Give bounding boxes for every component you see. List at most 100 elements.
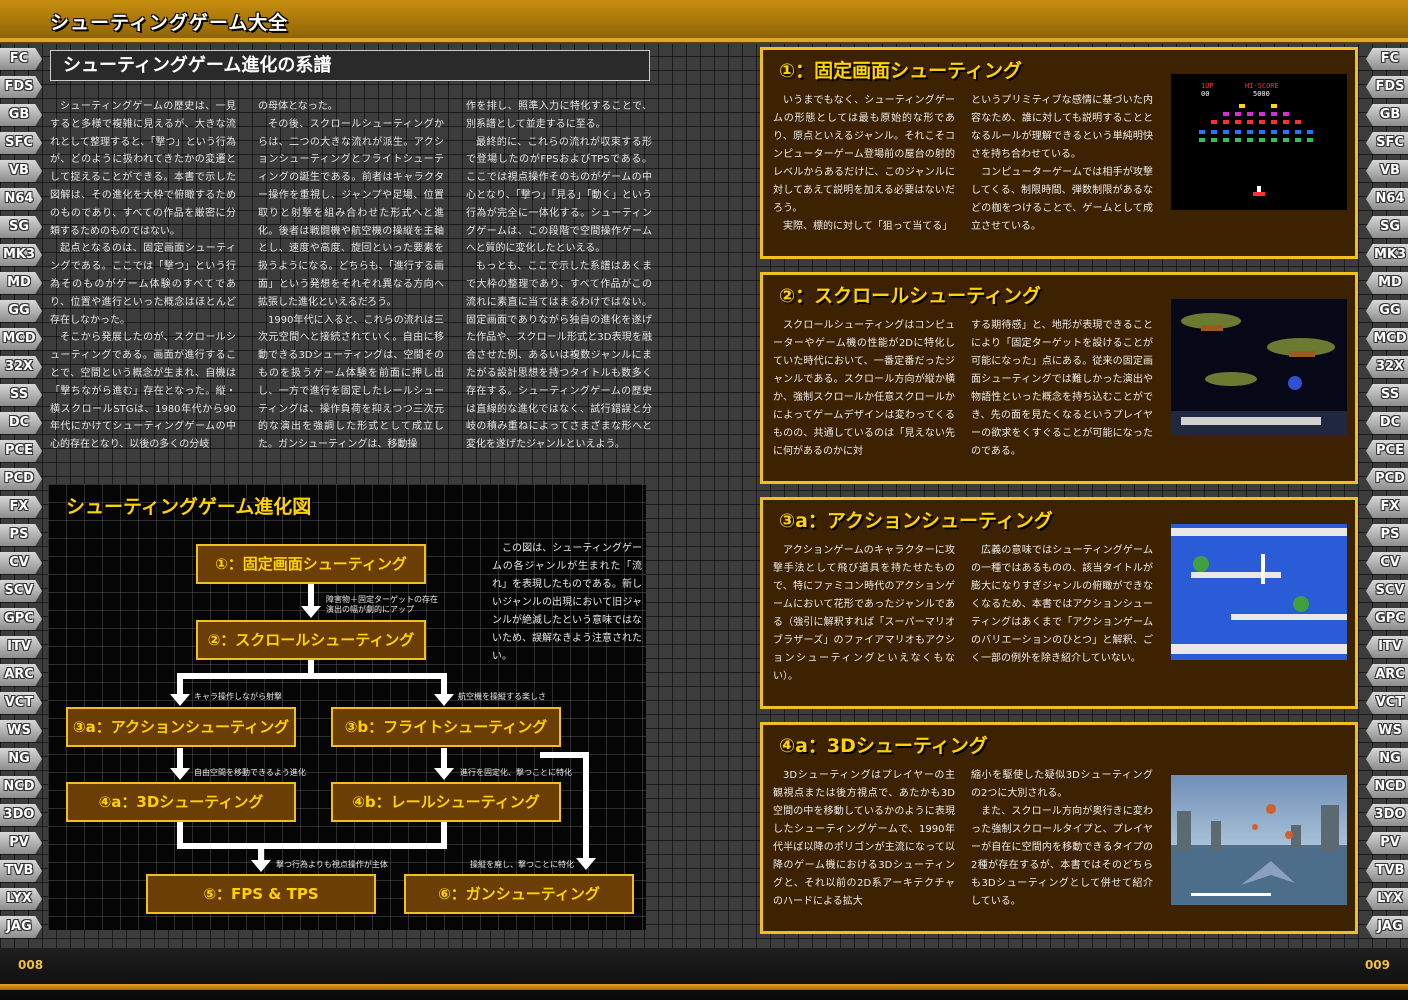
platform-tab: TVB [0,860,42,882]
top-banner-stripe [0,38,1408,42]
edge-label-line: 障害物＋固定ターゲットの存在 [326,595,438,604]
chart-node-rail: ④b：レールシューティング [331,782,561,822]
page-number-right: 009 [1364,958,1390,972]
card-paragraph: コンピューターゲームでは相手が攻撃してくる、制限時間、弾数制限があるなどの枷をつ… [971,167,1153,232]
body-paragraph: 作を排し、照準入力に特化することで、別系譜として並走するに至る。 [466,101,652,130]
genre-card-action: ③a：アクションシューティング アクションゲームのキャラクターに攻撃手法として飛… [760,497,1358,709]
evolution-chart-title: シューティングゲーム進化図 [66,496,312,518]
player-ship [1253,186,1265,196]
body-paragraph: その後、スクロールシューティングからは、二つの大きな流れが派生。アクションシュー… [258,118,444,308]
card-paragraph: アクションゲームのキャラクターに攻撃手法として飛び道具を持たせたもので、特にファ… [773,545,955,682]
platform-tab: ARC [1366,664,1408,686]
platform-tab: SFC [1366,132,1408,154]
card-paragraph: 3Dシューティングはプレイヤーの主観視点または後方視点で、あたかも3D空間の中を… [773,770,955,907]
section-heading: シューティングゲーム進化の系譜 [50,50,650,81]
platform-tab: SFC [0,132,42,154]
platform-tab: N64 [0,188,42,210]
card-paragraph: 広義の意味ではシューティングゲームの一種ではあるものの、該当タイトルが膨大になり… [971,545,1153,664]
platform-tab: JAG [1366,916,1408,938]
platform-tab: VB [1366,160,1408,182]
body-column-2: の母体となった。 その後、スクロールシューティングからは、二つの大きな流れが派生… [258,98,444,454]
card-text-col2: 広義の意味ではシューティングゲームの一種ではあるものの、該当タイトルが膨大になり… [971,542,1153,668]
hud-hiscore-value: 5000 [1253,90,1270,98]
card-title: ④a：3Dシューティング [779,735,988,757]
platform-tab: GG [1366,300,1408,322]
platform-tab: MD [0,272,42,294]
platform-tab: PV [0,832,42,854]
evolution-chart-note: この図は、シューティングゲームの各ジャンルが生まれた「流れ」を表現したものである… [492,543,642,662]
chart-node-fixed-screen: ①：固定画面シューティング [196,544,426,584]
card-text-col1: アクションゲームのキャラクターに攻撃手法として飛び道具を持たせたもので、特にファ… [773,542,955,686]
card-paragraph: というプリミティブな感情に基づいた内容なため、誰に対しても説明することとなるルー… [971,95,1153,160]
platform-tab: SS [1366,384,1408,406]
card-paragraph: スクロールシューティングはコンピューターやゲーム機の性能が2Dに特化していた時代… [773,320,955,457]
action-shooter-image [1171,524,1347,660]
scroll-shooter-image [1171,299,1347,435]
genre-card-fixed: ①：固定画面シューティング いうまでもなく、シューティングゲームの形態としては最… [760,47,1358,259]
platform-tab: GB [1366,104,1408,126]
platform-tab: DC [0,412,42,434]
body-paragraph: そこから発展したのが、スクロールシューティングである。画面が進行することで、空間… [50,332,236,451]
platform-tab: SCV [1366,580,1408,602]
genre-card-scroll: ②：スクロールシューティング スクロールシューティングはコンピューターやゲーム機… [760,272,1358,484]
card-text-col1: いうまでもなく、シューティングゲームの形態としては最も原始的な形であり、原点とい… [773,92,955,236]
edge-label-3b-4b: 進行を固定化、撃つことに特化 [460,768,572,777]
chart-node-action: ③a：アクションシューティング [66,707,296,747]
card-title: ②：スクロールシューティング [779,285,1041,307]
platform-tab: PCD [0,468,42,490]
body-paragraph: 1990年代に入ると、これらの流れは三次元空間へと接続されていく。自由に移動でき… [258,314,444,451]
platform-tab: FDS [1366,76,1408,98]
edge-label-1-2: 障害物＋固定ターゲットの存在 演出の幅が劇的にアップ [326,595,438,615]
top-banner [0,0,1408,44]
edge-label-to-5: 撃つ行為よりも視点操作が主体 [276,860,388,869]
genre-card-3d: ④a：3Dシューティング 3Dシューティングはプレイヤーの主観視点または後方視点… [760,722,1358,934]
chart-node-flight: ③b：フライトシューティング [331,707,561,747]
card-text-col1: スクロールシューティングはコンピューターやゲーム機の性能が2Dに特化していた時代… [773,317,955,461]
chart-node-gun: ⑥：ガンシューティング [404,874,634,914]
platform-tab: VB [0,160,42,182]
platform-tab: TVB [1366,860,1408,882]
platform-tab: CV [0,552,42,574]
platform-tab: PCD [1366,468,1408,490]
platform-tab: PCE [1366,440,1408,462]
platform-tab: LYX [0,888,42,910]
platform-tab: ITV [0,636,42,658]
platform-tab: PS [0,524,42,546]
body-paragraph: もっとも、ここで示した系譜はあくまで大枠の整理であり、すべて作品がこの流れに素直… [466,261,652,451]
card-text-col2: する期待感」と、地形が表現できることにより「固定ターゲットを設けることが可能にな… [971,317,1153,461]
platform-tab: FC [1366,48,1408,70]
body-column-3: 作を排し、照準入力に特化することで、別系譜として並走するに至る。 最終的に、これ… [466,98,652,454]
hud-1up: 1UP [1201,82,1214,90]
platform-tab: JAG [0,916,42,938]
platform-tab: FDS [0,76,42,98]
platform-tab: MK3 [0,244,42,266]
screenshot-fixed-shooter: 1UP 00 HI-SCORE 5000 [1171,74,1347,210]
platform-tab: VCT [0,692,42,714]
platform-tab: NCD [0,776,42,798]
card-text-col2: というプリミティブな感情に基づいた内容なため、誰に対しても説明することとなるルー… [971,92,1153,236]
body-paragraph: シューティングゲームの歴史は、一見すると多様で複雑に見えるが、大きな流れとして整… [50,101,236,237]
card-paragraph: 縮小を駆使した疑似3Dシューティングの2つに大別される。 [971,770,1153,799]
platform-tab: NG [0,748,42,770]
card-text-col2: 縮小を駆使した疑似3Dシューティングの2つに大別される。 また、スクロール方向が… [971,767,1153,911]
bottom-banner [0,948,1408,1000]
edge-label-3a-4a: 自由空間を移動できるよう進化 [194,768,306,777]
platform-tab: MCD [0,328,42,350]
platform-tab: GG [0,300,42,322]
platform-tab: PV [1366,832,1408,854]
page-number-left: 008 [18,958,44,972]
platform-tab: DC [1366,412,1408,434]
platform-tab: PS [1366,524,1408,546]
platform-tab: GB [0,104,42,126]
platform-tab: ARC [0,664,42,686]
platform-tab: MD [1366,272,1408,294]
platform-tab: NCD [1366,776,1408,798]
card-title: ③a：アクションシューティング [779,510,1053,532]
card-paragraph: また、スクロール方向が奥行きに変わった強制スクロールタイプと、プレイヤーが自在に… [971,806,1153,907]
body-paragraph: の母体となった。 [258,101,338,112]
card-text-col1: 3Dシューティングはプレイヤーの主観視点または後方視点で、あたかも3D空間の中を… [773,767,955,911]
chart-node-3d: ④a：3Dシューティング [66,782,296,822]
3d-shooter-image [1171,775,1347,905]
edge-label-2-3a: キャラ操作しながら射撃 [194,692,282,701]
